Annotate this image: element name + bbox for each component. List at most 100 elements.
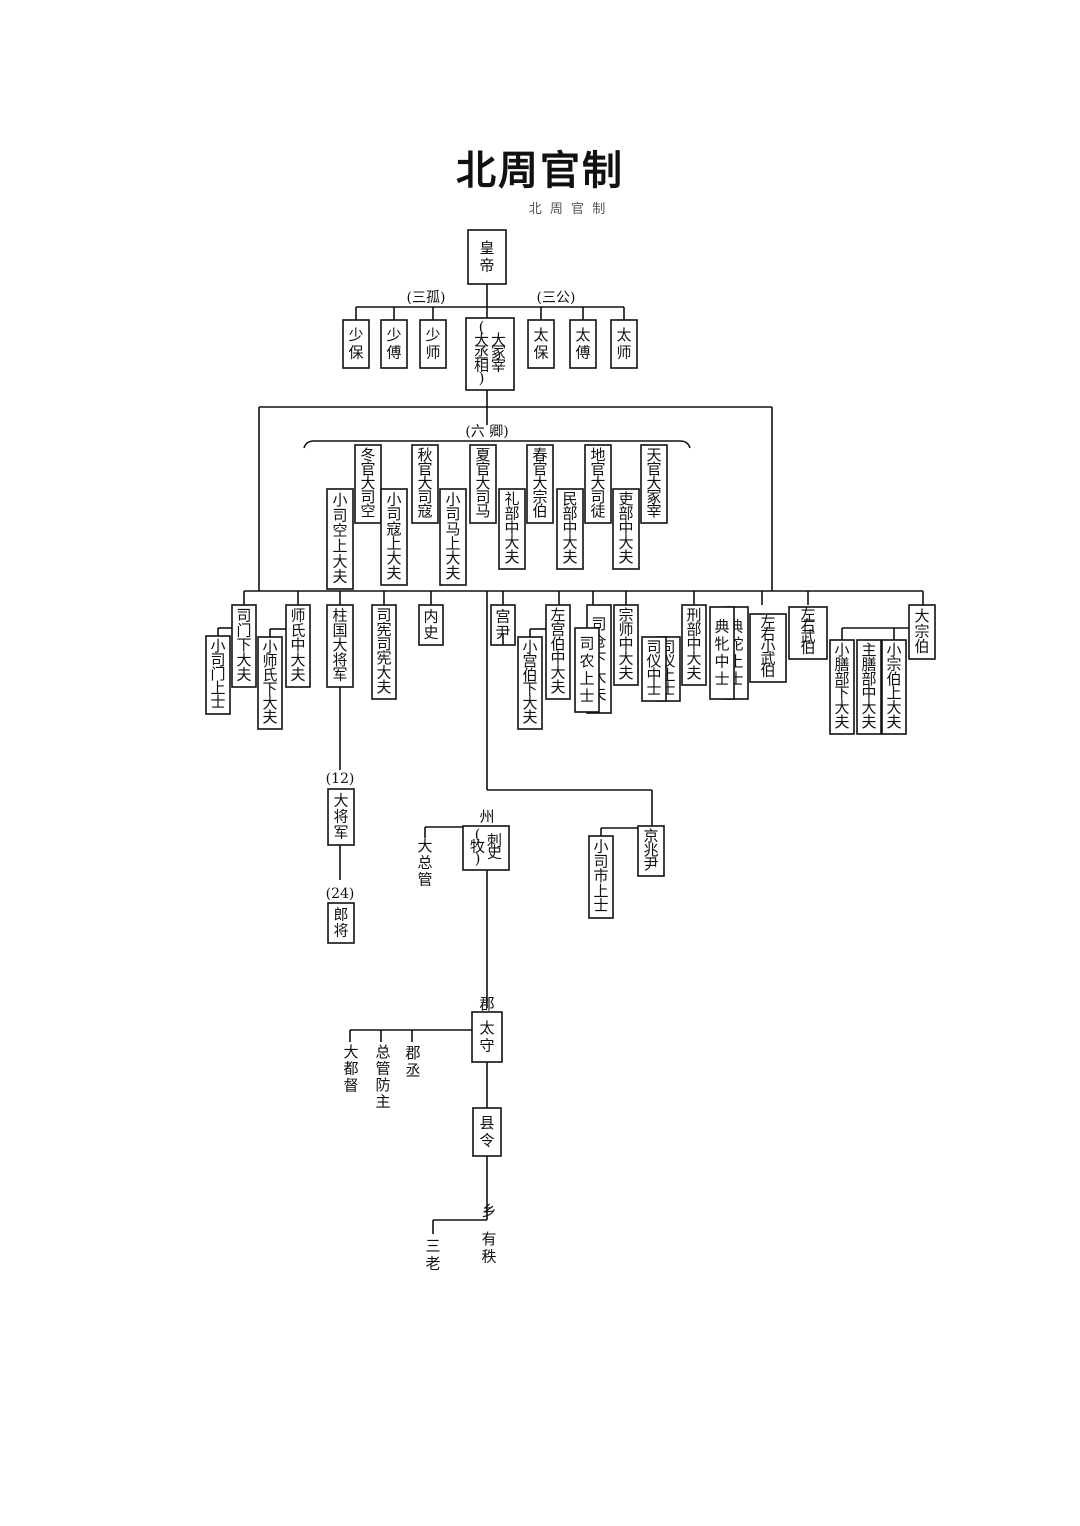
node-tian-guan-text: 天官大冢宰 — [646, 446, 661, 520]
node-tai-fu: 太傅 — [569, 319, 597, 369]
node-da-zong-bo-text: 大宗伯 — [914, 607, 929, 656]
node-chun-guan: 春官大宗伯 — [526, 444, 554, 524]
label-da-zong-guan-text: 大总管 — [417, 837, 432, 888]
label-san-lao-text: 三老 — [425, 1237, 440, 1273]
node-li-bu-text: 礼部中大夫 — [504, 490, 519, 566]
node-tian-guan: 天官大冢宰 — [640, 444, 668, 524]
node-xiao-shan-bu: 小膳部下大夫 — [829, 639, 855, 735]
node-qiu-guan: 秋官大司寇 — [411, 444, 439, 524]
node-chun-guan-text: 春官大宗伯 — [532, 446, 547, 520]
node-jing-zhao-yin: 京兆尹 — [637, 825, 665, 877]
node-shi-shi-zhong: 师氏中大夫 — [285, 604, 311, 688]
label-xiang-text: 乡 — [481, 1202, 496, 1220]
node-dian-tuo-zhong: 典牝中士 — [709, 606, 735, 700]
node-shao-bao: 少保 — [342, 319, 370, 369]
node-shao-shi: 少师 — [419, 319, 447, 369]
node-ci-shi: 刺史(牧) — [462, 825, 510, 871]
node-si-xian-text: 司宪司宪大夫 — [376, 606, 391, 696]
node-dong-guan: 冬官大司空 — [354, 444, 382, 524]
node-xiao-si-kong-text: 小司空上大夫 — [332, 491, 347, 586]
node-xia-guan: 夏官大司马 — [469, 444, 497, 524]
label-zong-guan-fang-zhu-text: 总管防主 — [375, 1043, 390, 1111]
node-lang-jiang: 郎将 — [327, 902, 355, 944]
label-san-lao: 三老 — [425, 1237, 440, 1273]
node-zong-shi-text: 宗师中大夫 — [618, 606, 633, 682]
node-si-men-xia: 司门下大夫 — [231, 604, 257, 688]
node-xiao-wu-bo: 左右小武伯 — [749, 613, 787, 683]
node-si-nong: 司农上士 — [574, 627, 600, 713]
label-you-zhi: 有秩 — [481, 1230, 496, 1266]
node-tai-shou: 太守 — [471, 1011, 503, 1063]
label-jun-cheng: 郡丞 — [405, 1044, 420, 1080]
node-si-xian: 司宪司宪大夫 — [371, 604, 397, 700]
node-da-zhong-zai-text: (大丞相) — [474, 318, 489, 387]
node-xiao-si-ma-text: 小司马上大夫 — [445, 490, 460, 581]
label-jun: 郡 — [479, 995, 494, 1013]
node-da-jiang-jun-text: 大将军 — [333, 791, 348, 841]
node-si-men-xia-text: 司门下大夫 — [236, 607, 251, 684]
node-wu-bo-text: 左右武伯 — [800, 606, 815, 657]
group-liu-qing: (六 卿) — [465, 424, 508, 440]
node-dong-guan-text: 冬官大司空 — [360, 446, 375, 520]
node-ci-shi-text: 刺史 — [487, 831, 502, 861]
node-zong-shi: 宗师中大夫 — [613, 604, 639, 686]
node-xiao-si-shi-text: 小司市上士 — [593, 838, 608, 915]
node-zhu-guo: 柱国大将军 — [326, 604, 354, 688]
node-xiao-si-men: 小司门上士 — [205, 635, 231, 715]
node-si-yi-zhong-text: 司仪中士 — [646, 638, 661, 698]
node-xiao-zong-bo: 小宗伯上大夫 — [881, 639, 907, 735]
node-da-zhong-zai: 大冢宰(大丞相) — [465, 317, 515, 391]
node-gong-yin-text: 宫尹 — [495, 607, 510, 641]
node-si-nong-text: 司农上士 — [579, 635, 594, 706]
node-li-bu: 礼部中大夫 — [498, 488, 526, 570]
node-xiao-shi-shi: 小师氏下大夫 — [257, 636, 283, 730]
count-lang: (24) — [326, 886, 355, 902]
node-zhu-guo-text: 柱国大将军 — [332, 607, 347, 684]
subtitle: 北 周 官 制 — [529, 201, 607, 217]
node-emperor: 皇帝 — [467, 229, 507, 285]
node-xiao-gong-bo: 小宫伯下大夫 — [517, 636, 543, 730]
node-min-bu-text: 民部中大夫 — [562, 490, 577, 566]
node-tai-shi-text: 太师 — [616, 326, 631, 362]
node-si-yi-zhong: 司仪中士 — [641, 636, 667, 702]
node-nei-shi: 内史 — [418, 604, 444, 646]
node-shi-shi-zhong-text: 师氏中大夫 — [290, 607, 305, 684]
node-qiu-guan-text: 秋官大司寇 — [417, 446, 432, 520]
node-dian-tuo-zhong-text: 典牝中士 — [714, 618, 729, 689]
node-tai-shou-text: 太守 — [479, 1019, 494, 1055]
node-xiao-shi-shi-text: 小师氏下大夫 — [262, 638, 277, 726]
liu-qing-bracket — [303, 440, 691, 449]
node-li-bu-official-text: 吏部中大夫 — [618, 490, 633, 566]
count-general: (12) — [326, 771, 355, 787]
label-zhou: 州 — [479, 807, 494, 825]
node-ci-shi-text: (牧) — [470, 825, 485, 867]
label-jun-text: 郡 — [479, 995, 494, 1013]
node-xiao-si-kou-text: 小司寇上大夫 — [386, 490, 401, 581]
node-zuo-gong-bo: 左宫伯中大夫 — [545, 604, 571, 700]
node-di-guan-text: 地官大司徒 — [590, 446, 605, 520]
node-tai-shi: 太师 — [610, 319, 638, 369]
node-wu-bo: 左右武伯 — [788, 606, 828, 660]
node-di-guan: 地官大司徒 — [584, 444, 612, 524]
page-title: 北周官制 — [456, 148, 624, 194]
node-xiao-gong-bo-text: 小宫伯下大夫 — [522, 638, 537, 726]
label-da-du-du-text: 大都督 — [343, 1043, 358, 1094]
node-min-bu: 民部中大夫 — [556, 488, 584, 570]
node-jing-zhao-yin-text: 京兆尹 — [643, 827, 658, 873]
node-xian-ling-text: 县令 — [479, 1114, 494, 1150]
node-nei-shi-text: 内史 — [423, 607, 438, 641]
node-xiao-si-kou: 小司寇上大夫 — [380, 488, 408, 586]
node-xia-guan-text: 夏官大司马 — [475, 446, 490, 520]
node-tai-fu-text: 太傅 — [575, 326, 590, 362]
label-zong-guan-fang-zhu: 总管防主 — [375, 1043, 390, 1111]
label-da-zong-guan: 大总管 — [417, 837, 432, 888]
label-you-zhi-text: 有秩 — [481, 1230, 496, 1266]
node-xiao-zong-bo-text: 小宗伯上大夫 — [886, 641, 901, 731]
node-da-zong-bo: 大宗伯 — [908, 604, 936, 660]
node-zhu-shan-bu-text: 主膳部中大夫 — [861, 641, 876, 731]
node-shao-bao-text: 少保 — [348, 326, 363, 362]
node-xiao-si-ma: 小司马上大夫 — [439, 488, 467, 586]
node-zhu-shan-bu: 主膳部中大夫 — [856, 639, 882, 735]
node-tai-bao: 太保 — [527, 319, 555, 369]
